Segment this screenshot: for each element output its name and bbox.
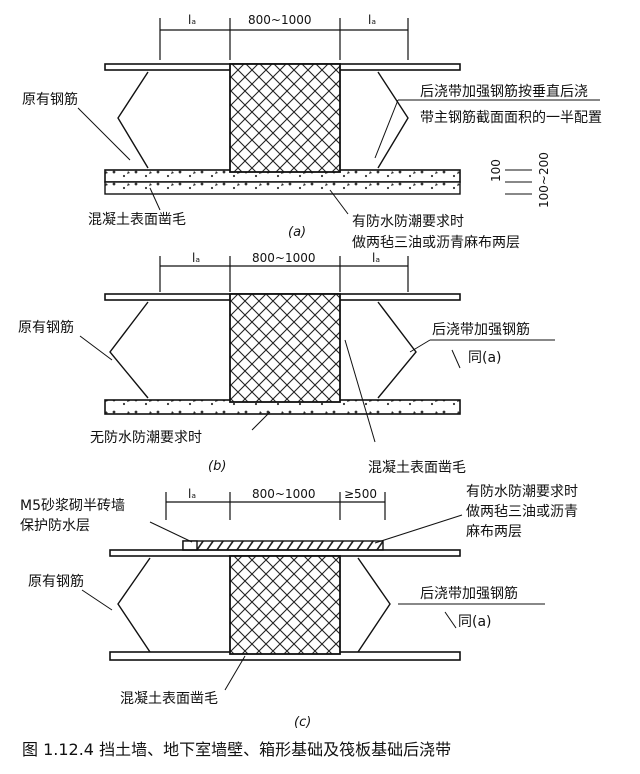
- panel-c-label-rough: 混凝土表面凿毛: [120, 691, 218, 707]
- panel-a-sub-label: (a): [288, 225, 306, 240]
- panel-a-label-rough: 混凝土表面凿毛: [88, 212, 186, 228]
- panel-c: lₐ 800~1000 ≥500 M5砂浆砌半砖墙 保护防水层 有防水防潮要求时…: [20, 484, 578, 730]
- panel-a-dim-right: lₐ: [368, 13, 376, 27]
- panel-b-label-rebar: 原有钢筋: [18, 319, 74, 336]
- panel-b-label-reinforce-1: 后浇带加强钢筋: [432, 321, 530, 338]
- panel-c-sub-label: (c): [294, 715, 311, 730]
- panel-b-label-no-waterproof: 无防水防潮要求时: [90, 430, 202, 446]
- panel-a-label-reinforce-2: 带主钢筋截面面积的一半配置: [420, 109, 602, 126]
- panel-b-sub-label: (b): [208, 459, 226, 474]
- panel-c-dim-left: lₐ: [188, 487, 196, 501]
- panel-a-side-dim-1: 100: [489, 159, 503, 182]
- panel-c-label-waterproof-1: 有防水防潮要求时: [466, 484, 578, 500]
- panel-c-dim-right: ≥500: [344, 487, 377, 501]
- panel-c-label-waterproof-3: 麻布两层: [466, 524, 522, 540]
- panel-c-label-rebar: 原有钢筋: [28, 573, 84, 590]
- panel-a-label-rebar: 原有钢筋: [22, 91, 78, 108]
- panel-a-dim-left: lₐ: [188, 13, 196, 27]
- panel-c-dim-mid: 800~1000: [252, 487, 316, 501]
- panel-b: lₐ 800~1000 lₐ 原有钢筋 后浇带加强钢筋 同(a) 无防水防潮要求…: [18, 251, 555, 476]
- panel-b-dim-mid: 800~1000: [252, 251, 316, 265]
- panel-a-label-waterproof-1: 有防水防潮要求时: [352, 214, 464, 230]
- panel-a: lₐ 800~1000 lₐ 100 100~200 原有钢筋 后浇带加强钢筋按…: [22, 13, 602, 251]
- panel-c-label-ms-2: 保护防水层: [20, 518, 90, 534]
- panel-a-side-dim-2: 100~200: [537, 152, 551, 208]
- figure-caption: 图 1.12.4 挡土墙、地下室墙壁、箱形基础及筏板基础后浇带: [22, 740, 452, 759]
- panel-c-label-ms-1: M5砂浆砌半砖墙: [20, 498, 125, 514]
- panel-a-dim-mid: 800~1000: [248, 13, 312, 27]
- panel-b-label-reinforce-2: 同(a): [468, 350, 502, 366]
- panel-c-label-reinforce-2: 同(a): [458, 614, 492, 630]
- panel-c-label-waterproof-2: 做两毡三油或沥青: [466, 504, 578, 520]
- panel-c-label-reinforce-1: 后浇带加强钢筋: [420, 585, 518, 602]
- panel-b-label-rough: 混凝土表面凿毛: [368, 460, 466, 476]
- panel-b-dim-right: lₐ: [372, 251, 380, 265]
- panel-a-label-waterproof-2: 做两毡三油或沥青麻布两层: [352, 235, 520, 251]
- panel-a-label-reinforce-1: 后浇带加强钢筋按垂直后浇: [420, 83, 588, 100]
- panel-b-dim-left: lₐ: [192, 251, 200, 265]
